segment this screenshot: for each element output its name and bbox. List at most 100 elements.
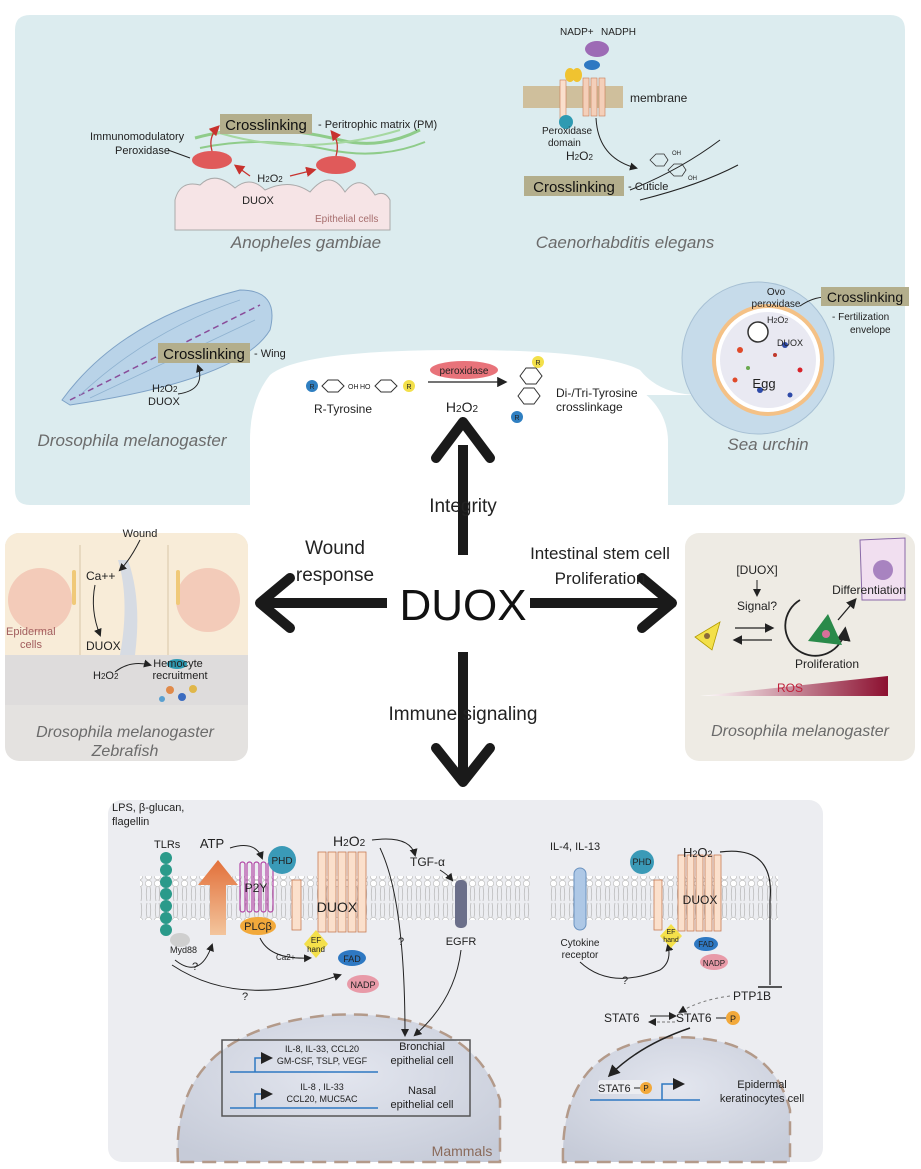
right-ros: ROS — [777, 681, 803, 695]
genes1-l1: IL-8, IL-33, CCL20 — [285, 1044, 359, 1054]
p2y-receptor — [239, 861, 274, 913]
right-stat6p: STAT6 — [676, 1011, 712, 1025]
bottom-tgfa: TGF-α — [410, 855, 445, 869]
bottom-ef-l2: hand — [307, 945, 325, 954]
celegans-nadph: NADPH — [601, 27, 636, 38]
bottom-duox: DUOX — [317, 899, 358, 915]
bottom-phd: PHD — [271, 856, 292, 867]
anopheles-crosslinking: Crosslinking — [225, 117, 307, 134]
right-ptp1b: PTP1B — [733, 989, 771, 1003]
svg-text:R: R — [406, 384, 411, 391]
right-ef-l1: EF — [667, 929, 676, 936]
wing-crosslinking: Crosslinking — [163, 346, 245, 363]
left-ca: Ca++ — [86, 569, 115, 583]
sea-urchin-panel: Egg Ovo peroxidase H2O2 DUOX Crosslinkin… — [681, 281, 909, 454]
right-q: ? — [622, 975, 628, 987]
right-phd: PHD — [632, 857, 652, 867]
anopheles-epithelial: Epithelial cells — [315, 214, 378, 225]
right-cell-l2: keratinocytes cell — [720, 1093, 804, 1105]
urchin-duox: DUOX — [777, 338, 803, 348]
right-species: Drosophila melanogaster — [711, 723, 890, 740]
right-nadp: NADP — [703, 959, 725, 968]
right-nuc-stat6: STAT6 — [598, 1083, 631, 1095]
svg-text:HO: HO — [360, 384, 371, 391]
right-nuc-p: P — [643, 1084, 648, 1093]
urchin-species: Sea urchin — [727, 435, 808, 454]
genes2-l1: IL-8 , IL-33 — [300, 1082, 344, 1092]
egg-label: Egg — [752, 376, 775, 391]
right-cyto-l2: receptor — [562, 950, 599, 961]
urchin-fert-l2: envelope — [850, 325, 891, 336]
right-proliferation: Proliferation — [795, 657, 859, 671]
urchin-fert-l1: - Fertilization — [832, 312, 889, 323]
celegans-species: Caenorhabditis elegans — [536, 233, 715, 252]
left-duox: DUOX — [86, 639, 121, 653]
tyrosine-h2o2: H2O2 — [446, 399, 479, 415]
right-h2o2: H2O2 — [683, 845, 713, 860]
bottom-p2y: P2Y — [245, 881, 268, 895]
right-cyto-l1: Cytokine — [561, 938, 600, 949]
anopheles-peroxidase-l1: Immunomodulatory — [90, 131, 185, 143]
left-h2o2: H2O2 — [93, 670, 119, 682]
wing-species: Drosophila melanogaster — [38, 431, 228, 450]
anopheles-duox: DUOX — [242, 195, 274, 207]
bottom-myd88: Myd88 — [170, 945, 197, 955]
bottom-egfr: EGFR — [446, 936, 477, 948]
left-hemocyte-l1: Hemocyte — [153, 658, 203, 670]
center-arrows — [255, 417, 677, 787]
right-differentiation: Differentiation — [832, 583, 906, 597]
celegans-crosslinking: Crosslinking — [533, 179, 615, 196]
bottom-tlrs: TLRs — [154, 839, 181, 851]
urchin-ovo-l2: peroxidase — [752, 299, 801, 310]
right-stat6: STAT6 — [604, 1011, 640, 1025]
right-fad: FAD — [698, 940, 714, 949]
right-p: P — [730, 1014, 736, 1024]
bottom-atp: ATP — [200, 836, 224, 851]
bottom-fad: FAD — [343, 954, 361, 964]
urchin-ovo-l1: Ovo — [767, 287, 786, 298]
genes2-l2: CCL20, MUC5AC — [286, 1094, 358, 1104]
wound-response-l1: Wound — [305, 538, 365, 559]
tlr-receptor — [160, 852, 172, 936]
right-panel: [DUOX] Signal? Differentiation Prolifera… — [685, 533, 915, 761]
celegans-cuticle: - Cuticle — [628, 181, 668, 193]
svg-text:H2O2: H2O2 — [767, 315, 788, 325]
immune-signaling-label: Immune signaling — [389, 704, 538, 725]
right-duox: [DUOX] — [736, 563, 777, 577]
isc-l2: Proliferation — [555, 569, 646, 588]
celegans-nadp: NADP+ — [560, 27, 594, 38]
wing-label: - Wing — [254, 348, 286, 360]
celegans-oh2: OH — [688, 176, 697, 182]
bottom-lps-l2: flagellin — [112, 816, 149, 828]
tyrosine-product-l2: crosslinkage — [556, 400, 623, 414]
urchin-crosslinking: Crosslinking — [827, 289, 903, 305]
anopheles-peroxidase-l2: Peroxidase — [115, 145, 170, 157]
bottom-nadp: NADP — [350, 980, 375, 990]
wound-response-l2: response — [296, 565, 374, 586]
bottom-plcb: PLCβ — [244, 921, 272, 933]
cell1-l1: Bronchial — [399, 1041, 445, 1053]
svg-text:R: R — [535, 360, 540, 367]
duox-enzyme-right — [653, 854, 722, 932]
anopheles-panel: Crosslinking - Peritrophic matrix (PM) I… — [90, 114, 437, 252]
integrity-label: Integrity — [429, 496, 497, 517]
right-il: IL-4, IL-13 — [550, 841, 600, 853]
right-cell-l1: Epidermal — [737, 1079, 787, 1091]
celegans-h2o2: H2O2 — [566, 149, 593, 163]
bottom-lps-l1: LPS, β-glucan, — [112, 802, 184, 814]
wing-duox: DUOX — [148, 396, 180, 408]
bottom-q3: ? — [398, 936, 404, 948]
left-epidermal-l1: Epidermal — [6, 626, 56, 638]
left-hemocyte-l2: recruitment — [152, 670, 207, 682]
drosophila-wing-panel: Crosslinking - Wing H2O2 DUOX Drosophila… — [38, 289, 286, 450]
tyrosine-reactant: R-Tyrosine — [314, 402, 372, 416]
isc-l1: Intestinal stem cell — [530, 544, 670, 563]
mammals-label: Mammals — [432, 1143, 493, 1159]
right-ef-l2: hand — [663, 937, 679, 944]
right-duox-label: DUOX — [683, 893, 718, 907]
svg-text:R: R — [309, 384, 314, 391]
cell2-l2: epithelial cell — [391, 1099, 454, 1111]
tyrosine-product-l1: Di-/Tri-Tyrosine — [556, 386, 638, 400]
wing-h2o2: H2O2 — [152, 383, 178, 395]
